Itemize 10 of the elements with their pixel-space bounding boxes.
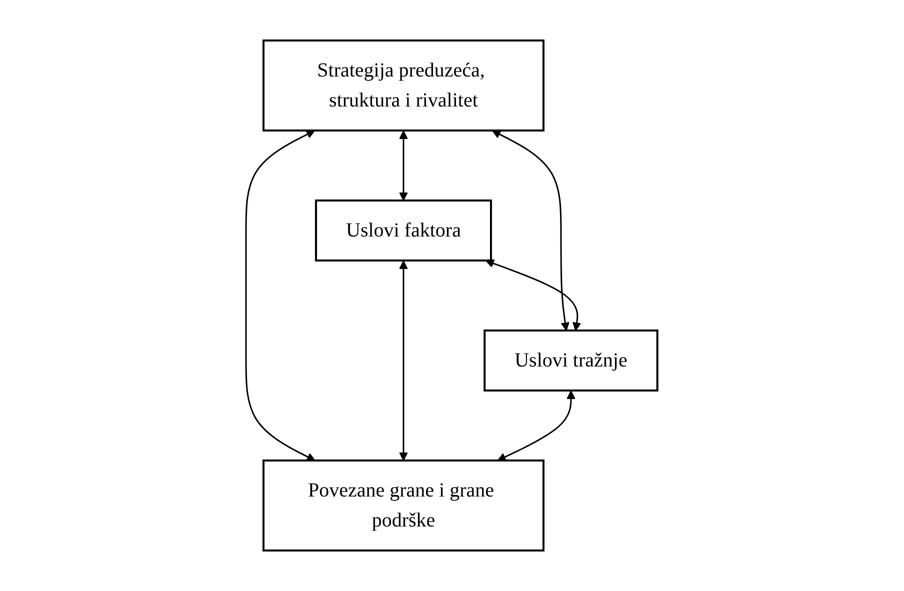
node-box: Povezane grane i grane podrške (262, 460, 545, 552)
arrow (492, 130, 570, 331)
node-box: Uslovi faktora (315, 200, 492, 262)
node-box: Uslovi tražnje (484, 330, 659, 392)
arrow (399, 130, 408, 201)
arrow (498, 390, 576, 462)
node-box: Strategija preduzeća, struktura i rivalitet (262, 40, 545, 132)
arrow (486, 259, 582, 331)
arrow (399, 260, 408, 461)
arrow (246, 130, 316, 461)
